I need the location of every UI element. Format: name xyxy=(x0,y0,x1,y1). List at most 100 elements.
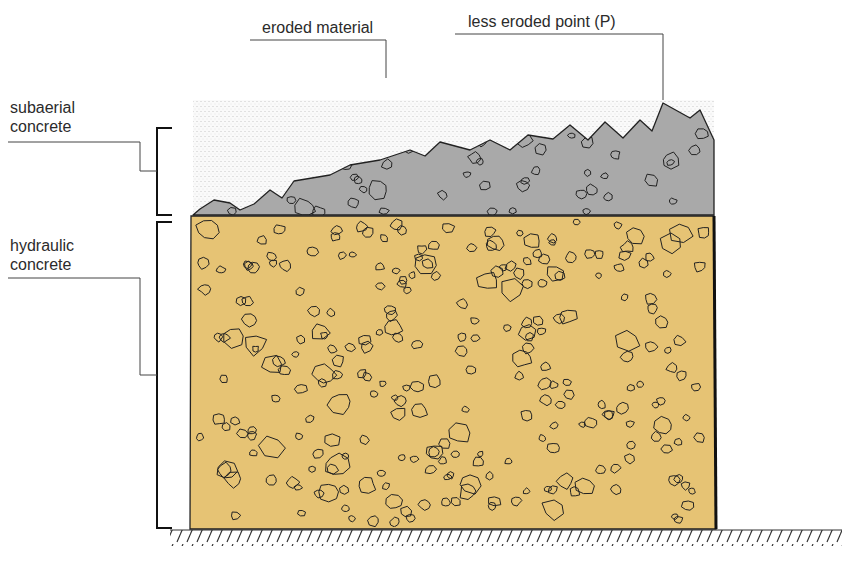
aggregate-stone xyxy=(576,190,587,199)
aggregate-stone xyxy=(596,465,606,473)
aggregate-stone xyxy=(403,385,410,391)
aggregate-stone xyxy=(431,271,440,280)
aggregate-stone xyxy=(391,408,405,420)
aggregate-stone xyxy=(248,262,260,273)
aggregate-stone xyxy=(665,347,672,353)
aggregate-stone xyxy=(460,475,481,494)
aggregate-stone xyxy=(369,181,386,200)
part-label: hydraulic concrete xyxy=(10,236,100,274)
aggregate-stone xyxy=(362,341,374,353)
aggregate-stone xyxy=(236,297,246,306)
aggregate-stone xyxy=(611,151,620,159)
aggregate-stone xyxy=(422,259,433,268)
aggregate-stone xyxy=(220,375,228,382)
aggregate-stone xyxy=(232,512,241,520)
aggregate-stone xyxy=(224,329,243,349)
aggregate-stone xyxy=(523,488,530,494)
aggregate-grey xyxy=(198,109,708,218)
aggregate-stone xyxy=(524,258,532,265)
aggregate-stone xyxy=(656,316,668,328)
aggregate-stone xyxy=(415,255,436,274)
aggregate-stone xyxy=(326,453,350,474)
aggregate-stone xyxy=(460,484,476,500)
aggregate-stone xyxy=(563,379,572,385)
aggregate-stone xyxy=(567,133,575,138)
aggregate-stone xyxy=(521,178,530,185)
aggregate-stone xyxy=(360,435,369,445)
aggregate-stone xyxy=(535,144,546,155)
aggregate-stone xyxy=(237,429,249,438)
aggregate-stone xyxy=(349,516,356,522)
aggregate-stone xyxy=(570,487,579,496)
aggregate-stone xyxy=(542,500,564,521)
aggregate-stone xyxy=(222,423,230,431)
aggregate-yellow xyxy=(196,219,709,527)
aggregate-stone xyxy=(486,240,496,250)
aggregate-stone xyxy=(443,224,455,233)
aggregate-stone xyxy=(639,258,648,268)
aggregate-stone xyxy=(314,116,333,131)
aggregate-stone xyxy=(196,221,219,239)
aggregate-stone xyxy=(307,247,319,256)
aggregate-stone xyxy=(328,345,337,353)
aggregate-stone xyxy=(480,181,491,190)
aggregate-stone xyxy=(296,287,304,296)
aggregate-stone xyxy=(429,241,440,249)
aggregate-stone xyxy=(246,336,267,356)
aggregate-stone xyxy=(383,483,390,490)
aggregate-stone xyxy=(619,251,631,260)
aggregate-stone xyxy=(418,246,427,254)
aggregate-stone xyxy=(342,453,349,459)
aggregate-stone xyxy=(524,121,536,131)
aggregate-stone xyxy=(340,485,349,494)
aggregate-stone xyxy=(231,417,240,425)
aggregate-stone xyxy=(587,184,598,195)
aggregate-stone xyxy=(248,432,257,441)
aggregate-stone xyxy=(695,129,708,139)
aggregate-stone xyxy=(219,334,230,343)
aggregate-stone xyxy=(308,306,320,316)
aggregate-stone xyxy=(287,197,296,204)
aggregate-stone xyxy=(689,488,696,494)
aggregate-stone xyxy=(488,502,495,510)
aggregate-stone xyxy=(627,441,636,449)
aggregate-stone xyxy=(354,176,362,184)
aggregate-stone xyxy=(657,398,666,406)
aggregate-stone xyxy=(410,456,419,462)
aggregate-stone xyxy=(349,252,356,257)
aggregate-stone xyxy=(381,159,392,169)
aggregate-stone xyxy=(671,514,678,519)
aggregate-stone xyxy=(573,219,580,224)
aggregate-stone xyxy=(439,439,450,448)
aggregate-stone xyxy=(348,198,359,208)
aggregate-stone xyxy=(442,498,451,506)
aggregate-stone xyxy=(674,438,682,445)
aggregate-stone xyxy=(390,517,399,527)
aggregate-stone xyxy=(266,475,276,485)
aggregate-stone xyxy=(363,372,372,381)
aggregate-stone xyxy=(499,265,507,271)
aggregate-stone xyxy=(476,158,483,165)
aggregate-stone xyxy=(394,396,406,407)
leader-line xyxy=(250,40,386,78)
aggregate-stone xyxy=(564,390,574,399)
aggregate-stone xyxy=(523,343,535,354)
aggregate-stone xyxy=(384,306,395,315)
ground-hatch xyxy=(170,530,842,546)
aggregate-stone xyxy=(386,495,403,509)
aggregate-stone xyxy=(585,250,595,258)
aggregate-stone xyxy=(313,449,323,458)
aggregate-stone xyxy=(550,422,558,429)
aggregate-stone xyxy=(467,127,477,137)
aggregate-stone xyxy=(253,346,259,352)
aggregate-stone xyxy=(403,144,413,154)
aggregate-stone xyxy=(584,418,596,429)
aggregate-stone xyxy=(425,466,436,474)
aggregate-stone xyxy=(217,461,238,478)
aggregate-stone xyxy=(689,145,700,155)
subaerial-concrete xyxy=(193,103,714,215)
aggregate-stone xyxy=(556,473,573,490)
aggregate-stone xyxy=(674,335,686,345)
aggregate-stone xyxy=(312,324,330,339)
aggregate-stone xyxy=(412,404,428,418)
